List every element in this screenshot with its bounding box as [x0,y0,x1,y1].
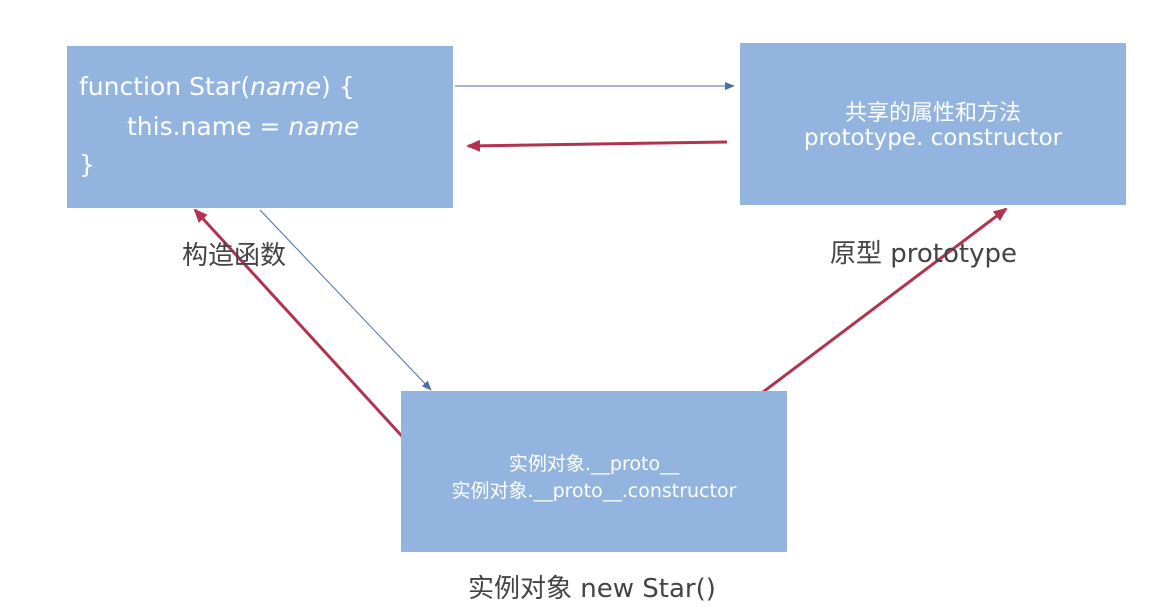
instance-proto-text: 实例对象.__proto__ [508,453,680,475]
code-line-close-brace: } [79,150,95,179]
arrow-instance-to-constructor [193,208,444,482]
caption-prototype: 原型 prototype [830,239,1017,269]
prototype-constructor-text: prototype. constructor [803,125,1063,151]
code-line-function: function Star(name) { [79,72,355,101]
caption-instance: 实例对象 new Star() [468,574,716,604]
constructor-box: function Star(name) { this.name = name } [67,46,453,208]
prototype-description: 共享的属性和方法 [844,101,1021,126]
arrow-constructor-to-instance [259,209,432,391]
caption-constructor: 构造函数 [182,241,287,271]
prototype-box: 共享的属性和方法 prototype. constructor [740,43,1126,205]
instance-proto-constructor-text: 实例对象.__proto__.constructor [451,480,737,502]
code-line-assignment: this.name = name [127,112,360,141]
instance-box: 实例对象.__proto__ 实例对象.__proto__.constructo… [401,391,787,552]
arrow-prototype-to-constructor [466,139,728,152]
